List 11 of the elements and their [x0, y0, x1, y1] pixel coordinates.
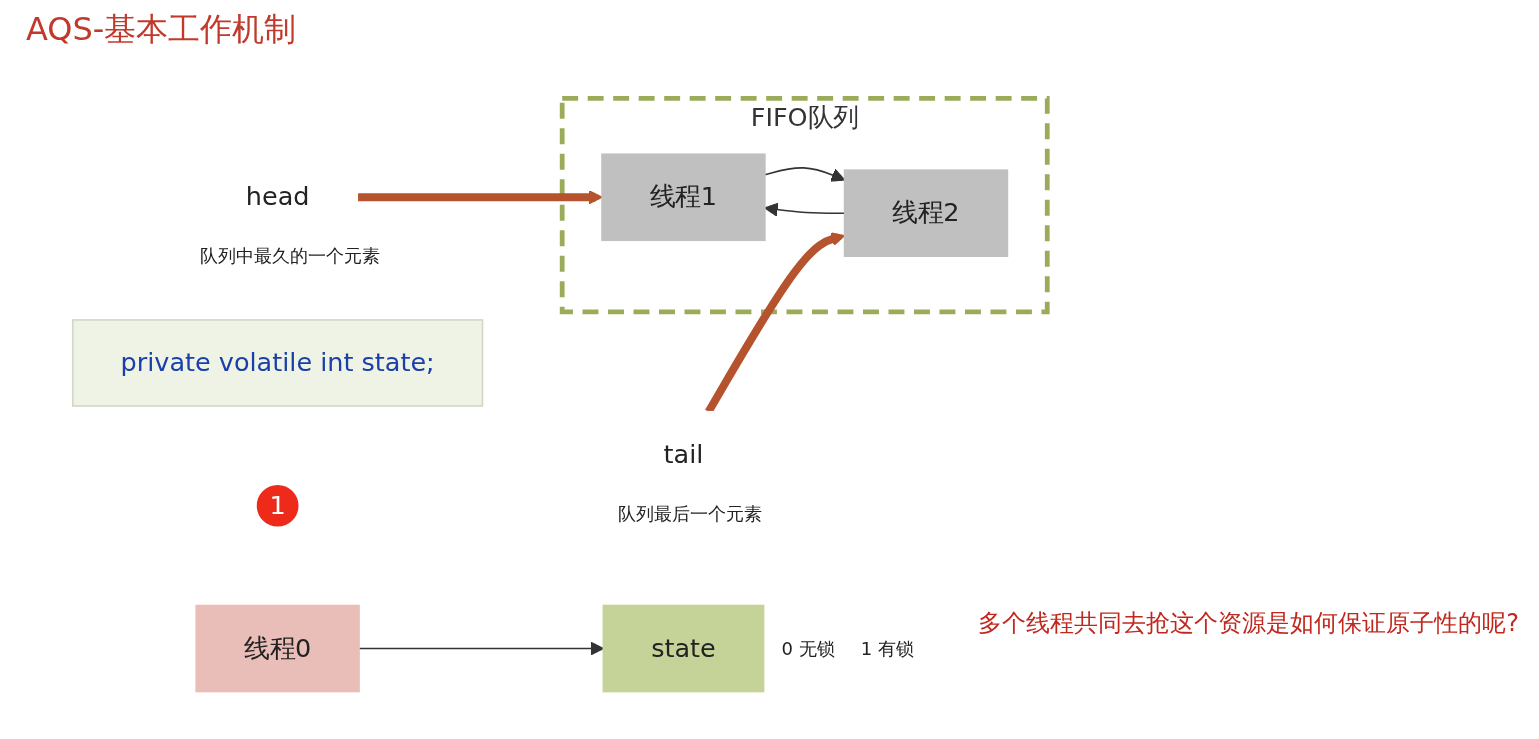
- title: AQS-基本工作机制: [26, 9, 297, 50]
- note-text: 多个线程共同去抢这个资源是如何保证原子性的呢?: [978, 608, 1519, 639]
- arrow: [357, 190, 603, 205]
- node-text: tail: [663, 438, 704, 470]
- node-box: 线程0: [195, 604, 360, 693]
- node-box: state: [602, 604, 765, 693]
- node-box: private volatile int state;: [71, 319, 484, 407]
- node-box: 线程2: [843, 169, 1009, 257]
- node-text: head: [245, 181, 310, 212]
- node-circle: 1: [256, 484, 299, 527]
- node-box: 线程1: [601, 153, 766, 242]
